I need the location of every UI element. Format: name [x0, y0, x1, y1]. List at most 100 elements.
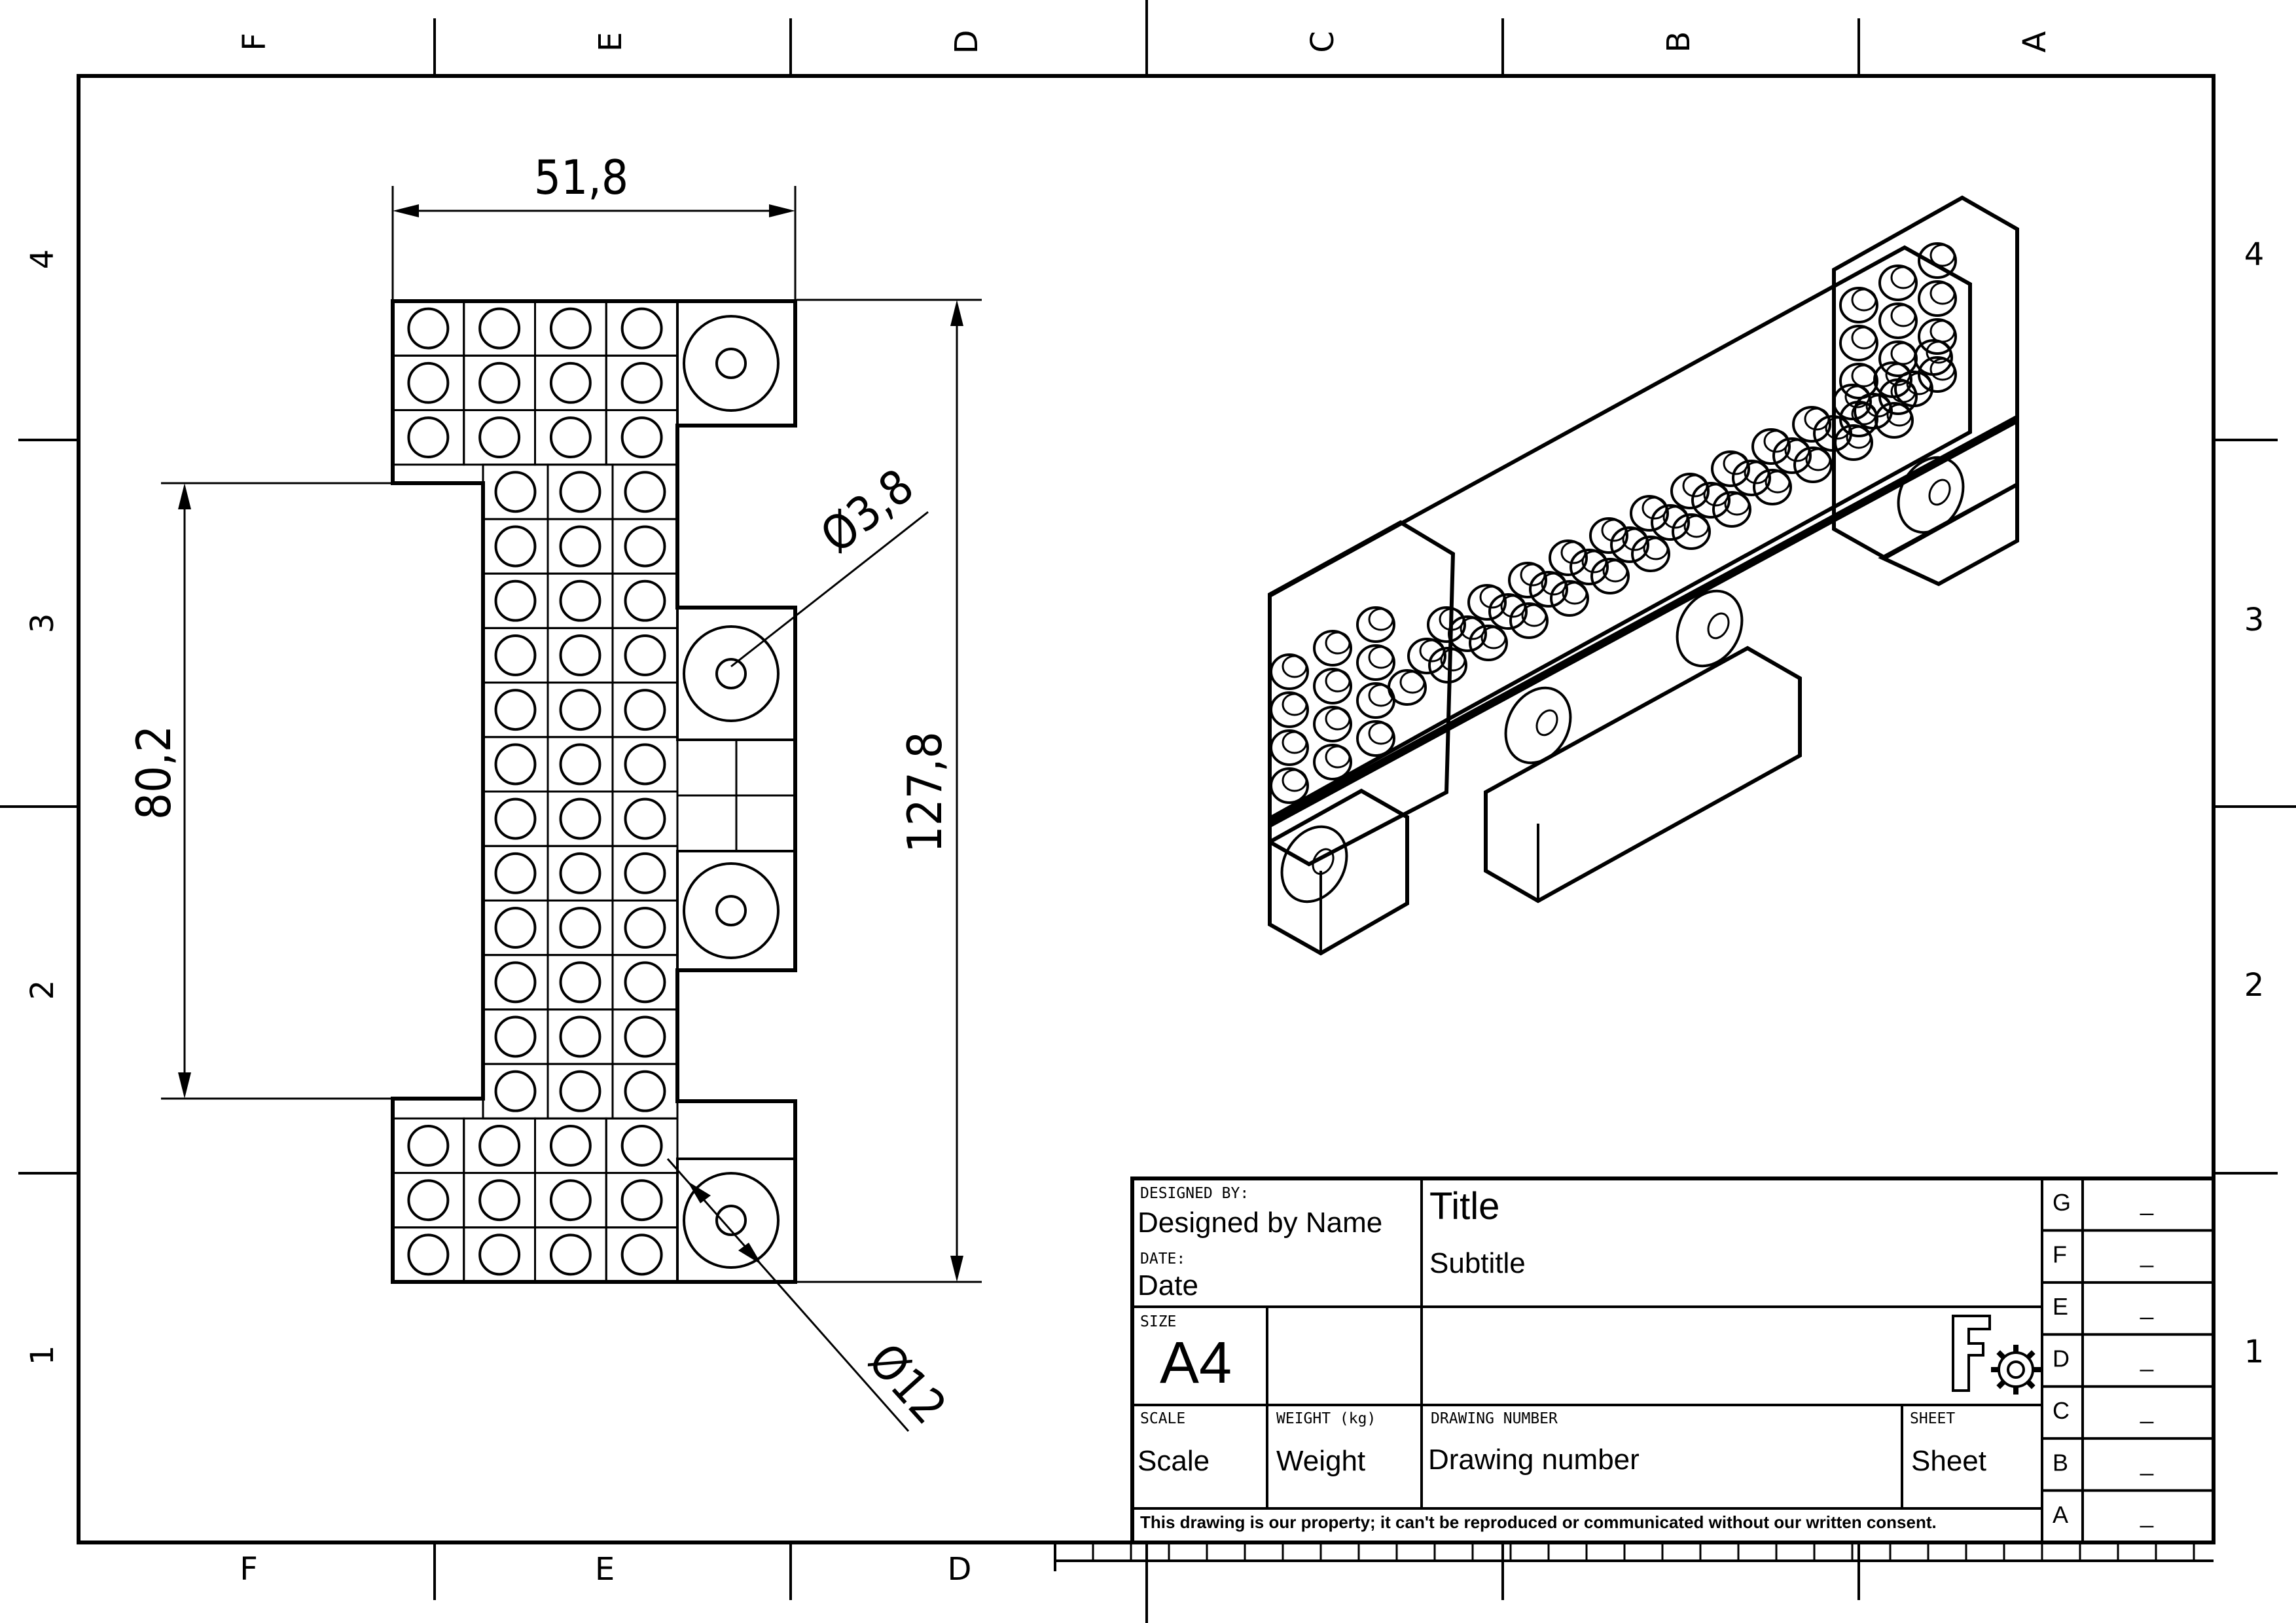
iso-stud [1549, 539, 1588, 576]
iso-stud [1878, 378, 1918, 415]
iso-stud [1313, 668, 1352, 704]
zone-top-d: D [948, 30, 985, 54]
iso-stud [1469, 625, 1508, 661]
iso-stud-top [1368, 608, 1394, 631]
iso-stud [1878, 340, 1918, 377]
freecad-logo-icon [1952, 1315, 2041, 1395]
iso-stud-top [1851, 402, 1877, 426]
plan-stud [559, 743, 601, 786]
iso-stud [1670, 473, 1710, 509]
iso-stud-top [1282, 693, 1308, 716]
iso-stud [1427, 606, 1466, 643]
iso-stud-top [1282, 655, 1308, 678]
size-label: SIZE [1140, 1313, 1176, 1330]
zone-left-1: 1 [24, 1345, 61, 1366]
iso-stud-top [1851, 326, 1877, 350]
plan-stud [624, 797, 666, 840]
iso-stud [1792, 406, 1831, 443]
plan-stud [494, 852, 537, 894]
iso-stud-top [1804, 407, 1830, 431]
iso-stud-top [1282, 769, 1308, 792]
iso-stud [1878, 302, 1918, 339]
iso-stud-top [1399, 670, 1426, 694]
iso-stud-top [1886, 403, 1912, 427]
zone-left-3: 3 [24, 613, 61, 634]
plan-stud [407, 307, 450, 350]
plan-stud [624, 907, 666, 949]
iso-stud-top [1601, 519, 1627, 542]
iso-stud-top [1460, 617, 1486, 640]
iso-stud [1839, 363, 1878, 399]
zone-labels: F E D C B A F E D 4 3 2 1 4 3 2 1 [24, 30, 2264, 1588]
subtitle-value: Subtitle [1429, 1247, 1526, 1279]
iso-stud [1407, 638, 1446, 674]
iso-stud [1918, 242, 1957, 279]
plan-stud [624, 1070, 666, 1112]
iso-stud [1313, 630, 1352, 666]
iso-stud-top [1765, 470, 1791, 494]
scale-value: Scale [1138, 1445, 1210, 1477]
dim-hole-large-label: Ø12 [858, 1333, 958, 1434]
revision-value: _ [2140, 1241, 2154, 1268]
iso-stud [1918, 318, 1957, 355]
zone-bottom-e: E [595, 1551, 615, 1588]
iso-stud-top [1890, 266, 1916, 289]
iso-stud [1356, 682, 1395, 719]
plan-stud [407, 361, 450, 404]
iso-stud-top [1325, 669, 1351, 693]
iso-hole [1280, 825, 1348, 903]
weight-label: WEIGHT (kg) [1276, 1410, 1376, 1427]
plan-stud [624, 852, 666, 894]
iso-hole-inner [1707, 612, 1730, 640]
plan-stud [624, 634, 666, 676]
plan-stud [494, 907, 537, 949]
zone-left-2: 2 [24, 980, 61, 1000]
iso-stud-top [1865, 394, 1892, 418]
zone-top-f: F [236, 33, 273, 51]
iso-stud-top [1368, 646, 1394, 669]
isometric-view [1268, 195, 2019, 956]
plan-stud [549, 1179, 592, 1222]
iso-stud-top [1683, 515, 1710, 538]
dim-inner-height-label: 80,2 [126, 725, 181, 820]
revision-letter: G [2053, 1189, 2071, 1216]
plan-stud [620, 307, 663, 350]
iso-stud-top [1890, 342, 1916, 365]
iso-stud [1270, 767, 1309, 804]
plan-stud [478, 361, 521, 404]
iso-stud [1270, 653, 1309, 690]
iso-stud-top [1440, 648, 1466, 672]
date-label: DATE: [1140, 1250, 1185, 1267]
plan-stud [624, 579, 666, 622]
zone-top-b: B [1660, 31, 1697, 53]
zone-top-e: E [592, 32, 629, 52]
iso-stud [1834, 424, 1873, 461]
iso-stud [1878, 264, 1918, 301]
plan-stud [549, 416, 592, 459]
plan-stud [620, 1179, 663, 1222]
iso-stud-top [1844, 385, 1871, 409]
iso-hole-inner [1312, 848, 1335, 875]
plan-stud [559, 579, 601, 622]
zone-bottom-d: D [948, 1551, 972, 1588]
iso-stud [1874, 402, 1914, 439]
plan-stud [559, 961, 601, 1004]
plan-stud [494, 961, 537, 1004]
iso-hole [1676, 589, 1744, 668]
date-value: Date [1138, 1269, 1198, 1302]
iso-stud-top [1929, 282, 1956, 305]
zone-left-4: 4 [24, 249, 61, 270]
iso-stud [1313, 706, 1352, 742]
mounting-hole-inner [715, 658, 747, 689]
zone-right-3: 3 [2244, 602, 2265, 638]
plan-stud [559, 1070, 601, 1112]
revision-letter: A [2053, 1501, 2068, 1528]
iso-stud-top [1419, 639, 1445, 663]
revision-value: _ [2140, 1449, 2154, 1476]
iso-stud-top [1890, 304, 1916, 327]
mounting-hole-outer [683, 862, 780, 959]
plan-stud [494, 689, 537, 731]
iso-stud-top [1325, 745, 1351, 769]
iso-stud [1509, 602, 1549, 639]
